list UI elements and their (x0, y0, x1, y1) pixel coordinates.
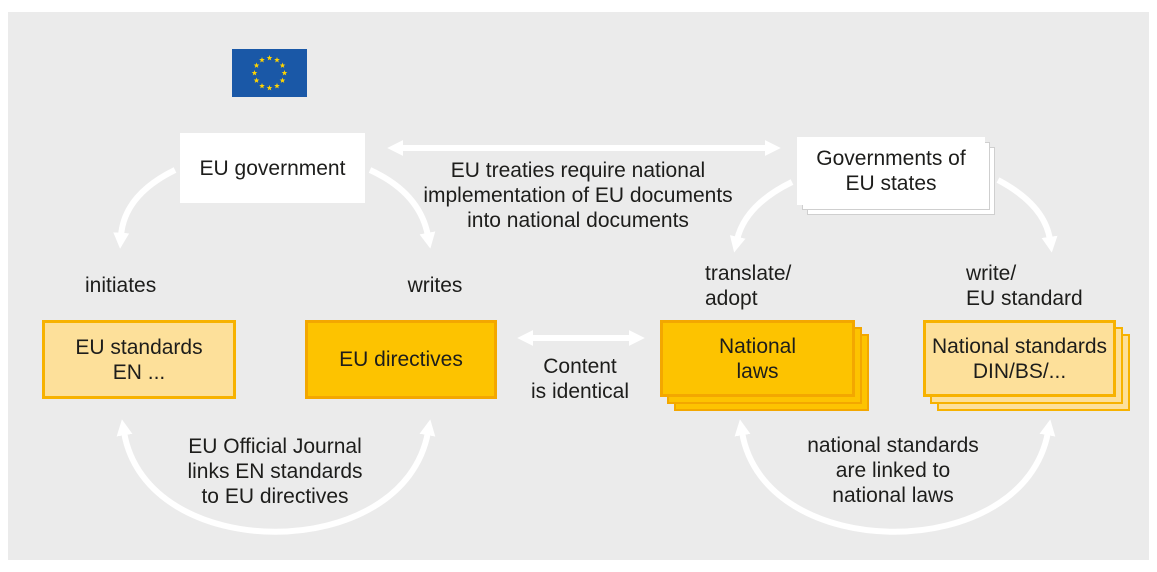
node-eu-standards: EU standards EN ... (42, 320, 236, 399)
standards-linked-line-2: are linked to (835, 459, 951, 482)
arrow-translate-adopt (729, 179, 794, 253)
flag-star-icon (266, 55, 273, 61)
treaties-label: EU treaties require national implementat… (408, 158, 748, 233)
arrow-writes (368, 167, 436, 249)
standards-linked-label: national standards are linked to nationa… (783, 433, 1003, 508)
treaties-label-line-2: implementation of EU documents (423, 184, 733, 207)
flag-star-icon (279, 77, 286, 83)
official-journal-line-2: links EN standards (187, 460, 363, 483)
node-eu-government: EU government (180, 133, 365, 203)
writes-label: writes (407, 274, 463, 297)
treaties-label-line-3: into national documents (467, 209, 689, 232)
arrow-initiates (113, 167, 177, 249)
translate-adopt-line-2: adopt (705, 287, 758, 310)
eu-standards-label-line-1: EU standards (75, 335, 203, 359)
write-standard-line-2: EU standard (966, 287, 1083, 310)
flag-star-icon (274, 82, 280, 89)
eu-government-label: EU government (199, 156, 346, 180)
flag-stars (251, 55, 288, 91)
national-laws-label-line-2: laws (736, 359, 779, 383)
node-national-standards: National standards DIN/BS/... (923, 320, 1116, 397)
diagram-background (8, 12, 1149, 560)
official-journal-line-3: to EU directives (201, 485, 349, 508)
node-governments-stack: Governments of EU states (797, 137, 995, 215)
flag-star-icon (259, 57, 265, 63)
flag-star-icon (251, 70, 258, 76)
flag-star-icon (279, 62, 286, 68)
translate-adopt-line-1: translate/ (705, 262, 792, 285)
flag-star-icon (253, 62, 260, 68)
initiates-label: initiates (85, 274, 157, 297)
governments-label-line-2: EU states (845, 172, 937, 195)
node-national-standards-stack: National standards DIN/BS/... (923, 320, 1130, 411)
eu-standards-label-line-2: EN ... (112, 360, 166, 384)
national-laws-label-line-1: National (718, 334, 797, 358)
arrow-official-journal (116, 419, 436, 535)
flag-star-icon (266, 85, 273, 91)
translate-adopt-label: translate/ adopt (705, 261, 791, 311)
node-national-laws-stack: National laws (660, 320, 869, 411)
national-standards-label-line-2: DIN/BS/... (972, 359, 1067, 383)
content-identical-line-2: is identical (530, 380, 630, 403)
standards-linked-line-1: national standards (807, 434, 979, 457)
flag-star-icon (274, 57, 280, 63)
write-standard-label: write/ EU standard (966, 261, 1083, 311)
write-standard-line-1: write/ (966, 262, 1017, 285)
national-standards-label-line-1: National standards (931, 334, 1108, 358)
content-identical-line-1: Content (543, 355, 617, 378)
node-governments: Governments of EU states (797, 137, 985, 205)
governments-label-line-1: Governments of (816, 147, 966, 170)
standards-linked-line-3: national laws (832, 484, 954, 507)
flag-star-icon (281, 70, 288, 76)
content-identical-label: Content is identical (520, 354, 640, 404)
arrow-write-standard (996, 177, 1058, 253)
node-eu-directives: EU directives (305, 320, 497, 399)
flag-star-icon (259, 82, 265, 89)
official-journal-label: EU Official Journal links EN standards t… (165, 434, 385, 509)
official-journal-line-1: EU Official Journal (188, 435, 362, 458)
node-national-laws: National laws (660, 320, 855, 397)
eu-directives-label: EU directives (339, 348, 463, 371)
flag-star-icon (253, 77, 260, 83)
treaties-label-line-1: EU treaties require national (450, 159, 706, 182)
arrow-standards-linked (734, 419, 1056, 535)
eu-flag-icon (232, 49, 307, 97)
